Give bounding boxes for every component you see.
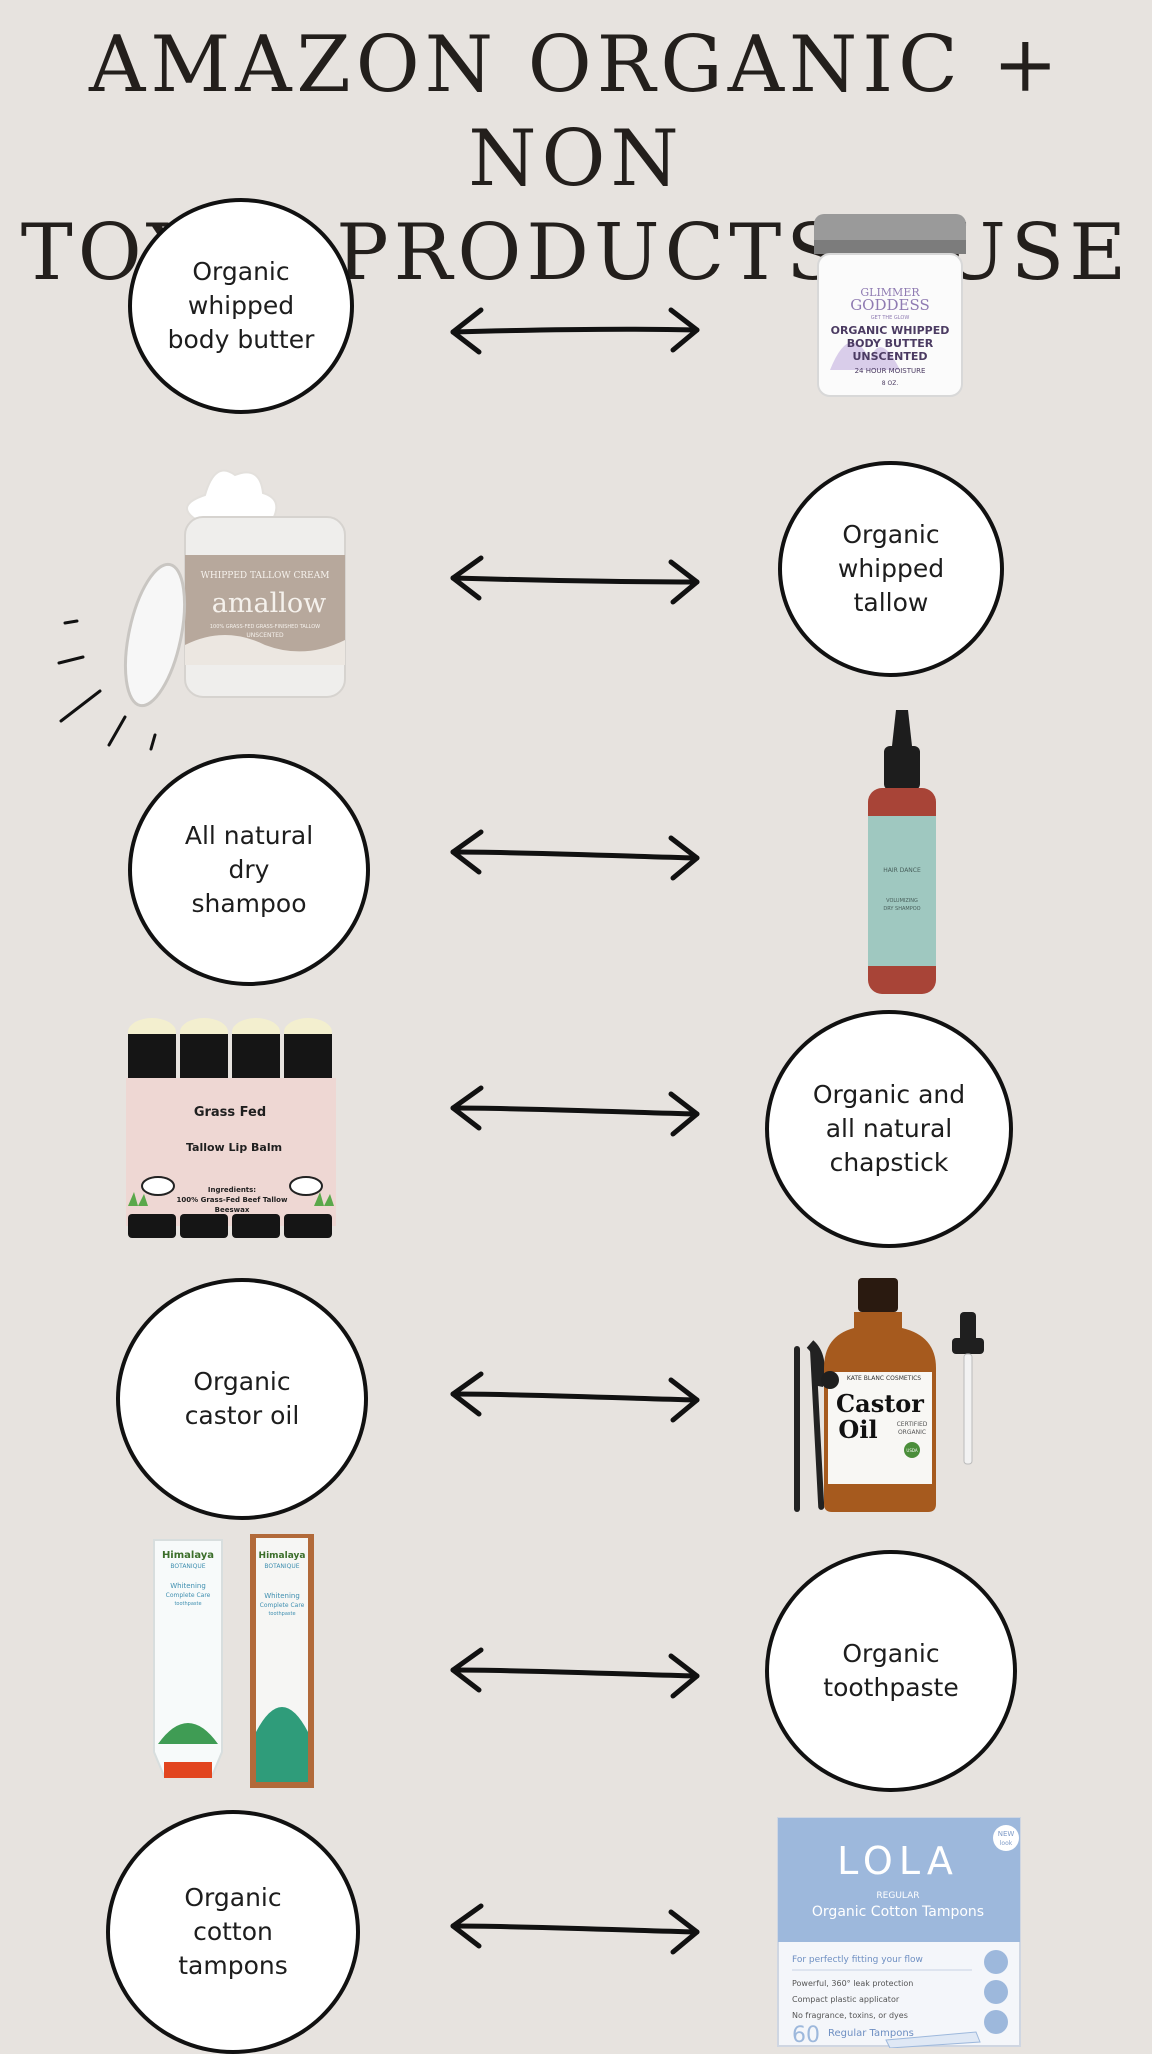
oil-brand: KATE BLANC COSMETICS — [847, 1375, 921, 1382]
tube-1-brand: Himalaya — [162, 1550, 214, 1561]
lip-balm-pack-image: Grass Fed Tallow Lip Balm Ingredients: 1… — [124, 1016, 340, 1242]
jar-line-4: 24 HOUR MOISTURE — [855, 367, 926, 375]
balm-line-2: Tallow Lip Balm — [186, 1141, 282, 1154]
box-sub: REGULAR — [876, 1891, 919, 1901]
jar-brand-2: GODDESS — [850, 296, 930, 314]
box-line-1: Organic Cotton Tampons — [812, 1904, 984, 1920]
box-line-4: Compact plastic applicator — [792, 1995, 900, 2004]
jar-scent: UNSCENTED — [246, 632, 284, 639]
jar-line-2: BODY BUTTER — [847, 337, 934, 350]
tube-2-line-3: toothpaste — [268, 1611, 295, 1617]
oil-usda: USDA — [906, 1448, 917, 1453]
box-count-label: Regular Tampons — [828, 2028, 914, 2039]
bottle-brand: HAIR DANCE — [883, 867, 921, 874]
tube-1-line-1: Whitening — [170, 1582, 206, 1590]
oil-cert-2: ORGANIC — [898, 1429, 926, 1436]
label-circle-toothpaste: Organic toothpaste — [765, 1550, 1017, 1792]
tube-2-line-1: Whitening — [264, 1592, 300, 1600]
box-line-2: For perfectly fitting your flow — [792, 1955, 923, 1965]
tube-2-line-2: Complete Care — [260, 1602, 305, 1609]
balm-line-3: Ingredients: — [208, 1186, 256, 1194]
jar-top-text: WHIPPED TALLOW CREAM — [201, 571, 330, 581]
balm-line-4: 100% Grass-Fed Beef Tallow — [177, 1196, 288, 1204]
balm-line-5: Beeswax — [215, 1206, 250, 1214]
double-arrow-icon — [450, 829, 700, 881]
double-arrow-icon — [450, 1085, 700, 1137]
bottle-line-1: VOLUMIZING — [886, 898, 918, 904]
title-line-1: AMAZON ORGANIC + NON — [89, 20, 1063, 204]
double-arrow-icon — [450, 307, 700, 355]
tube-1-sub: BOTANIQUE — [170, 1563, 205, 1570]
box-line-5: No fragrance, toxins, or dyes — [792, 2011, 908, 2020]
tube-2-sub: BOTANIQUE — [264, 1563, 299, 1570]
tube-2-brand: Himalaya — [259, 1551, 306, 1561]
oil-line-1: Castor — [836, 1389, 924, 1418]
box-count: 60 — [792, 2023, 820, 2048]
body-butter-jar-image: GLIMMER GODDESS GET THE GLOW ORGANIC WHI… — [810, 210, 970, 400]
jar-line-5: 8 OZ. — [882, 380, 899, 387]
box-badge-1: NEW — [998, 1830, 1015, 1838]
label-circle-castor-oil: Organic castor oil — [116, 1278, 368, 1520]
jar-line-3: UNSCENTED — [852, 350, 927, 363]
double-arrow-icon — [450, 1903, 700, 1955]
double-arrow-icon — [450, 1647, 700, 1699]
box-badge-2: look — [1000, 1840, 1013, 1847]
oil-cert-1: CERTIFIED — [897, 1421, 928, 1428]
label-circle-chapstick: Organic and all natural chapstick — [765, 1010, 1013, 1248]
bottle-line-2: DRY SHAMPOO — [883, 906, 920, 912]
tube-1-line-2: Complete Care — [166, 1592, 211, 1599]
box-brand: LOLA — [837, 1839, 959, 1883]
label-circle-body-butter: Organic whipped body butter — [128, 198, 354, 414]
tube-1-line-3: toothpaste — [174, 1601, 201, 1607]
label-circle-tallow: Organic whipped tallow — [778, 461, 1004, 677]
tallow-jar-image: WHIPPED TALLOW CREAM amallow 100% GRASS-… — [55, 455, 355, 755]
jar-brand-1: GLIMMER — [860, 286, 920, 299]
jar-brand: amallow — [212, 588, 326, 619]
jar-line-1: ORGANIC WHIPPED — [831, 324, 950, 337]
jar-tag: GET THE GLOW — [871, 315, 910, 321]
balm-line-1: Grass Fed — [194, 1105, 266, 1120]
label-circle-tampons: Organic cotton tampons — [106, 1810, 360, 2054]
double-arrow-icon — [450, 555, 700, 605]
label-circle-dry-shampoo: All natural dry shampoo — [128, 754, 370, 986]
dry-shampoo-bottle-image: HAIR DANCE VOLUMIZING DRY SHAMPOO — [862, 706, 942, 996]
double-arrow-icon — [450, 1371, 700, 1423]
toothpaste-tubes-image: Himalaya BOTANIQUE Whitening Complete Ca… — [150, 1532, 320, 1792]
oil-line-2: Oil — [838, 1415, 877, 1444]
tampon-box-image: LOLA NEW look REGULAR Organic Cotton Tam… — [776, 1816, 1022, 2048]
box-line-3: Powerful, 360° leak protection — [792, 1979, 913, 1988]
jar-sub-text: 100% GRASS-FED GRASS-FINISHED TALLOW — [210, 624, 320, 630]
castor-oil-bottle-image: KATE BLANC COSMETICS Castor Oil CERTIFIE… — [790, 1276, 990, 1516]
